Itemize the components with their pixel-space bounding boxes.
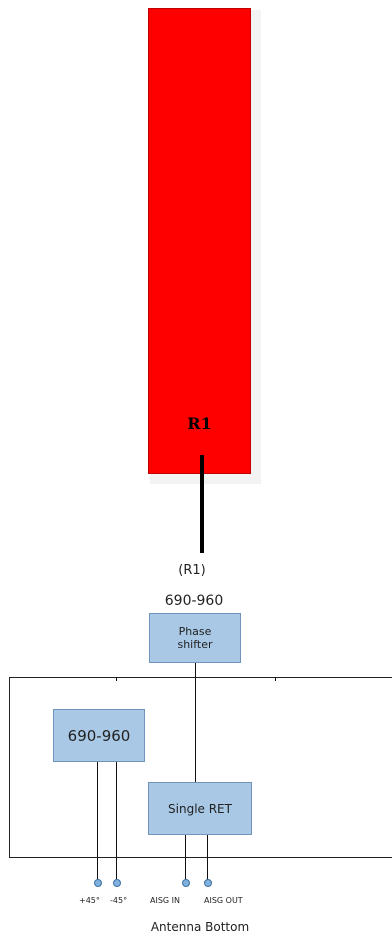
single-ret-label: Single RET (168, 801, 232, 816)
port-aisg-in-connector (182, 879, 190, 887)
phase-shifter-label-line1: Phase (178, 625, 212, 638)
port-plus45-connector (94, 879, 102, 887)
phase-shifter-label-line2: shifter (177, 638, 213, 651)
port-label-aisg-in: AISG IN (150, 896, 180, 905)
connector-label: (R1) (178, 563, 206, 578)
single-ret-box: Single RET (148, 782, 252, 835)
band-label: 690-960 (164, 593, 224, 609)
radiator-connector-line (200, 455, 204, 553)
frame-tick (116, 677, 117, 681)
band-box: 690-960 (53, 709, 145, 762)
radiator-shadow (251, 10, 261, 484)
port-label-plus45: +45° (79, 896, 100, 905)
port-aisg-out-connector (204, 879, 212, 887)
phase-shifter-to-ret-line (195, 663, 196, 783)
port-line-aisg-in (185, 835, 186, 880)
radiator-r1 (148, 8, 251, 474)
frame-tick (275, 677, 276, 681)
phase-shifter-box: Phase shifter (149, 613, 241, 663)
port-line-minus45 (116, 762, 117, 880)
antenna-bottom-label: Antenna Bottom (150, 920, 250, 934)
radiator-label: R1 (187, 414, 212, 433)
port-minus45-connector (113, 879, 121, 887)
port-label-aisg-out: AISG OUT (204, 896, 243, 905)
port-line-plus45 (97, 762, 98, 880)
band-box-label: 690-960 (67, 726, 131, 745)
port-label-minus45: -45° (110, 896, 128, 905)
port-line-aisg-out (207, 835, 208, 880)
radiator-shadow-bottom (150, 474, 261, 484)
